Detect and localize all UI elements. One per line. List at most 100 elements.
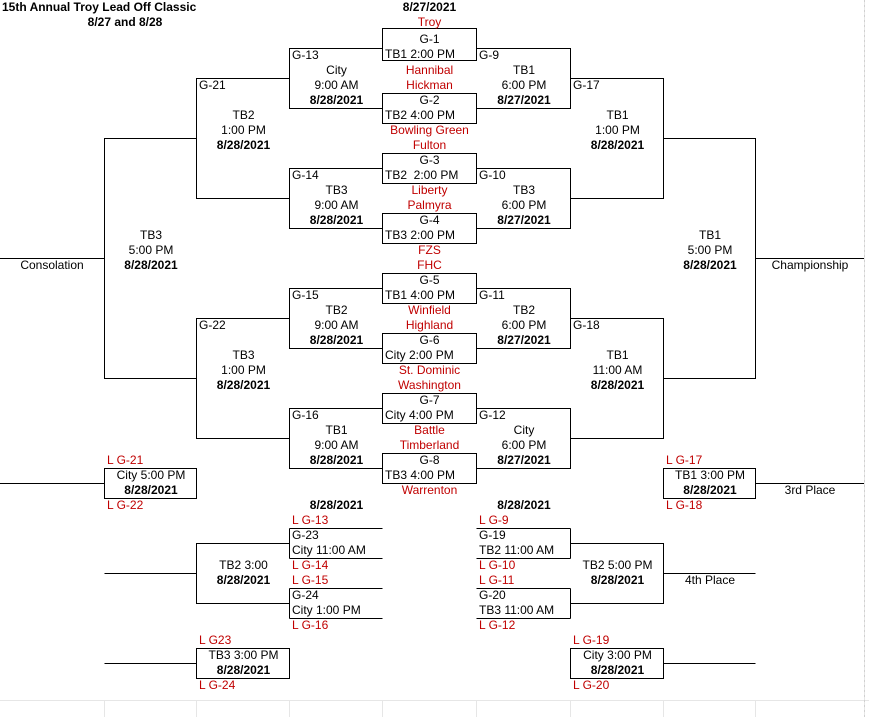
game-label: G-5 xyxy=(419,273,440,287)
game-date: 8/28/2021 xyxy=(309,93,364,107)
game-field: TB1 xyxy=(606,348,629,362)
game-slot: TB2 4:00 PM xyxy=(385,108,456,122)
game-date: 8/28/2021 xyxy=(216,378,271,392)
loser-label: L G-10 xyxy=(479,558,516,572)
game-box-g3 xyxy=(382,153,477,184)
team-name: St. Dominic xyxy=(398,363,461,377)
game-date: 8/27/2021 xyxy=(497,453,551,467)
game-label: G-11 xyxy=(479,288,505,302)
game-field: TB1 xyxy=(325,423,348,437)
game-field: TB2 xyxy=(512,303,535,317)
game-slot: TB1 3:00 PM xyxy=(674,468,746,482)
loser-label: L G-16 xyxy=(292,618,329,632)
game-date: 8/28/2021 xyxy=(497,498,551,512)
game-field: City xyxy=(513,423,535,437)
game-label: G-10 xyxy=(479,168,506,182)
third-place-left-box xyxy=(104,468,197,499)
game-label: G-22 xyxy=(199,318,226,332)
game-date: 8/28/2021 xyxy=(590,138,645,152)
game-label: G-19 xyxy=(479,528,506,542)
game-box-g4 xyxy=(382,213,477,244)
game-field: TB2 xyxy=(325,303,348,317)
game-date: 8/28/2021 xyxy=(309,333,364,347)
team-name: Battle xyxy=(414,423,445,437)
championship-label: Championship xyxy=(771,258,849,272)
game-label: G-14 xyxy=(292,168,319,182)
game-date: 8/28/2021 xyxy=(590,573,645,587)
game-time: 5:00 PM xyxy=(687,243,733,257)
game-box-g1 xyxy=(382,28,477,61)
game-field: TB1 xyxy=(606,108,629,122)
third-place-right-box xyxy=(663,468,756,499)
game-label: G-9 xyxy=(479,48,500,62)
loser-label: L G-15 xyxy=(292,573,329,587)
game-label: G-12 xyxy=(479,408,506,422)
team-name: Hickman xyxy=(406,78,453,92)
game-slot: TB2 5:00 PM xyxy=(582,558,653,572)
team-name: Fulton xyxy=(412,138,447,152)
game-label: G-23 xyxy=(292,528,319,542)
game-label: G-18 xyxy=(573,318,600,332)
game-slot: TB3 2:00 PM xyxy=(385,228,456,242)
tournament-dates: 8/27 and 8/28 xyxy=(87,15,163,29)
game-field: TB1 xyxy=(698,228,721,242)
game-box-g5 xyxy=(382,273,477,304)
consolation-bottom-right-box xyxy=(570,648,664,679)
game-field: TB1 xyxy=(512,63,535,77)
top-date: 8/27/2021 xyxy=(402,0,457,14)
game-date: 8/27/2021 xyxy=(497,213,551,227)
loser-label: L G-11 xyxy=(479,573,515,587)
game-slot: City 2:00 PM xyxy=(385,348,454,362)
game-label: G-20 xyxy=(479,588,506,602)
loser-label: L G-20 xyxy=(573,678,610,692)
game-date: 8/28/2021 xyxy=(590,378,645,392)
game-date: 8/28/2021 xyxy=(216,138,271,152)
loser-label: L G-19 xyxy=(573,633,610,647)
game-slot: TB1 4:00 PM xyxy=(385,288,456,302)
team-name: Washington xyxy=(398,378,461,392)
team-name: Liberty xyxy=(411,183,448,197)
game-time: 9:00 AM xyxy=(314,198,359,212)
game-date: 8/28/2021 xyxy=(309,498,364,512)
game-date: 8/28/2021 xyxy=(590,663,645,677)
game-date: 8/28/2021 xyxy=(124,258,178,272)
third-place-label: 3rd Place xyxy=(784,483,836,497)
game-label: G-21 xyxy=(199,78,226,92)
loser-label: L G-21 xyxy=(107,453,144,467)
game-slot: TB1 2:00 PM xyxy=(385,47,456,61)
team-name: Palmyra xyxy=(407,198,452,212)
consolation-label: Consolation xyxy=(20,258,84,272)
game-label: G-15 xyxy=(292,288,319,302)
game-time: 1:00 PM xyxy=(221,123,266,137)
loser-label: L G-14 xyxy=(292,558,329,572)
game-field: TB3 xyxy=(232,348,255,362)
loser-label: L G-17 xyxy=(666,453,703,467)
team-name: Warrenton xyxy=(401,483,458,497)
game-label: G-2 xyxy=(419,93,440,107)
game-slot: TB2 2:00 PM xyxy=(385,168,459,182)
game-time: 9:00 AM xyxy=(314,438,359,452)
game-date: 8/28/2021 xyxy=(683,258,737,272)
game-date: 8/28/2021 xyxy=(124,483,178,497)
game-time: 5:00 PM xyxy=(128,243,174,257)
game-slot: City 4:00 PM xyxy=(385,408,454,422)
loser-label: L G-18 xyxy=(666,498,703,512)
game-label: G-4 xyxy=(419,213,440,227)
game-box-g6 xyxy=(382,333,477,364)
game-label: G-24 xyxy=(292,588,319,602)
loser-label: L G-24 xyxy=(199,678,236,692)
loser-label: L G23 xyxy=(199,633,232,647)
team-name: Winfield xyxy=(408,303,451,317)
game-time: 6:00 PM xyxy=(501,438,547,452)
game-date: 8/28/2021 xyxy=(309,213,364,227)
game-label: G-1 xyxy=(419,32,440,46)
game-time: 1:00 PM xyxy=(595,123,640,137)
game-time: 9:00 AM xyxy=(314,318,359,332)
game-box-g2 xyxy=(382,93,477,124)
game-time: 1:00 PM xyxy=(221,363,266,377)
team-name: Troy xyxy=(417,15,442,29)
game-label: G-16 xyxy=(292,408,319,422)
